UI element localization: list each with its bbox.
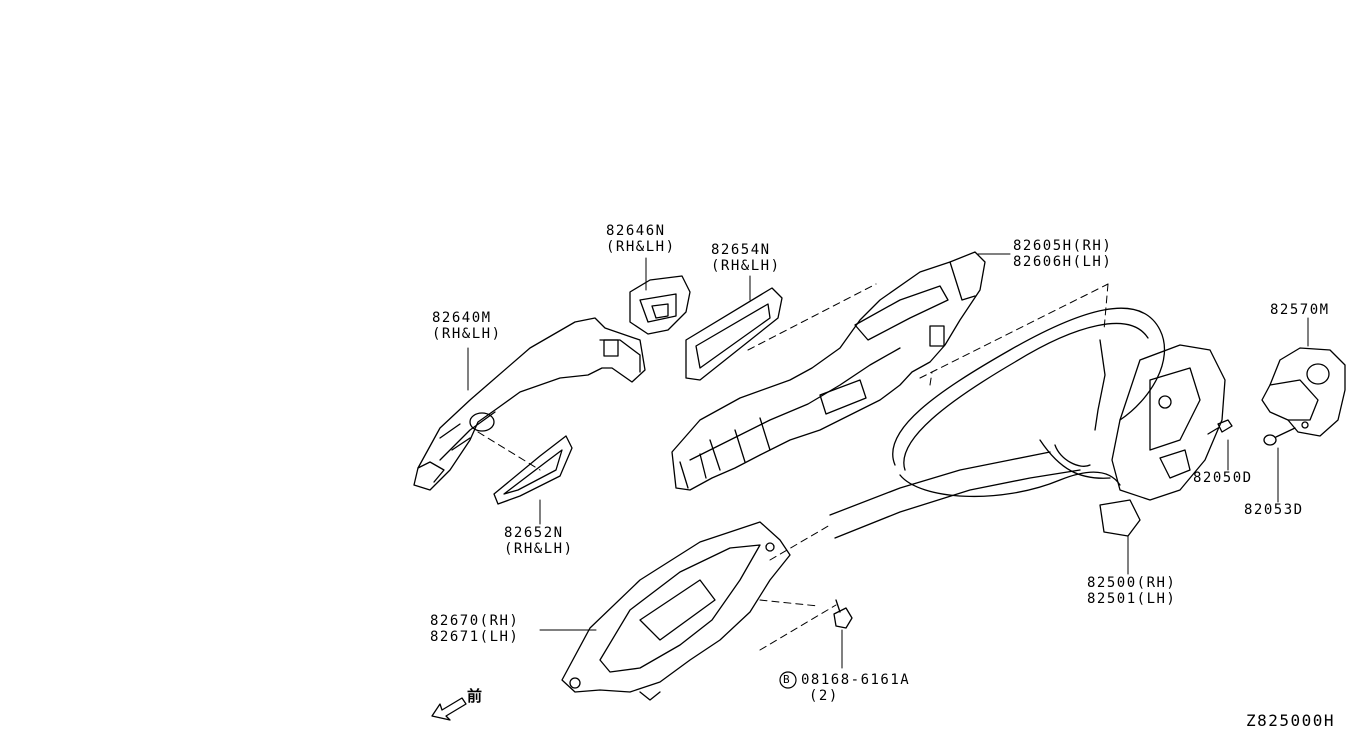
part-variant: (RH&LH) [432,326,502,342]
part-number-rh: 82670(RH) [430,613,520,629]
part-number-lh: 82501(LH) [1087,591,1177,607]
escutcheon-82646n [630,276,690,334]
part-number: 82646N [606,223,666,239]
leader-lines [468,254,1308,668]
diagram-code: Z825000H [1246,711,1336,730]
part-number: 82053D [1244,502,1304,518]
part-number-rh: 82500(RH) [1087,575,1177,591]
dashed-guides [478,284,1108,650]
front-arrow-icon [432,698,466,720]
part-number-rh: 82605H(RH) [1013,238,1113,254]
inside-handle-82670 [562,522,790,700]
door-lock-actuator-82500 [1100,345,1225,536]
label-82640m: 82640M (RH&LH) [432,310,502,342]
label-82500: 82500(RH) 82501(LH) [1087,575,1176,607]
part-number: 08168-6161A [801,672,911,688]
bolt-symbol-circle [779,671,797,689]
part-variant: (RH&LH) [711,258,781,274]
bolt-symbol-letter: B [783,673,790,686]
outside-handle-82640m [414,318,645,490]
part-number-lh: 82671(LH) [430,629,520,645]
part-number: 82654N [711,242,771,258]
part-number: 82652N [504,525,564,541]
part-quantity: (2) [809,688,839,704]
label-82053d: 82053D [1244,502,1304,518]
part-number: 82640M [432,310,492,326]
label-82646n: 82646N (RH&LH) [606,223,676,255]
label-82670: 82670(RH) 82671(LH) [430,613,519,645]
screw-82053d [1264,428,1295,445]
gasket-82652n [494,436,572,504]
part-number-lh: 82606H(LH) [1013,254,1113,270]
label-82605h: 82605H(RH) 82606H(LH) [1013,238,1112,270]
front-label: 前 [467,687,484,705]
label-82652n: 82652N (RH&LH) [504,525,574,557]
part-variant: (RH&LH) [504,541,574,557]
part-number: 82050D [1193,470,1253,486]
part-number: 82570M [1270,302,1330,318]
handle-bracket-82605h [672,252,985,490]
label-08168: 08168-6161A (2) [801,672,910,704]
bolt-08168 [834,600,852,628]
gasket-82654n [686,288,782,380]
screw-82050d [1208,420,1232,434]
door-striker-82570m [1262,348,1345,436]
label-82050d: 82050D [1193,470,1253,486]
label-82654n: 82654N (RH&LH) [711,242,781,274]
part-variant: (RH&LH) [606,239,676,255]
cable-loops [830,308,1164,538]
label-82570m: 82570M [1270,302,1330,318]
